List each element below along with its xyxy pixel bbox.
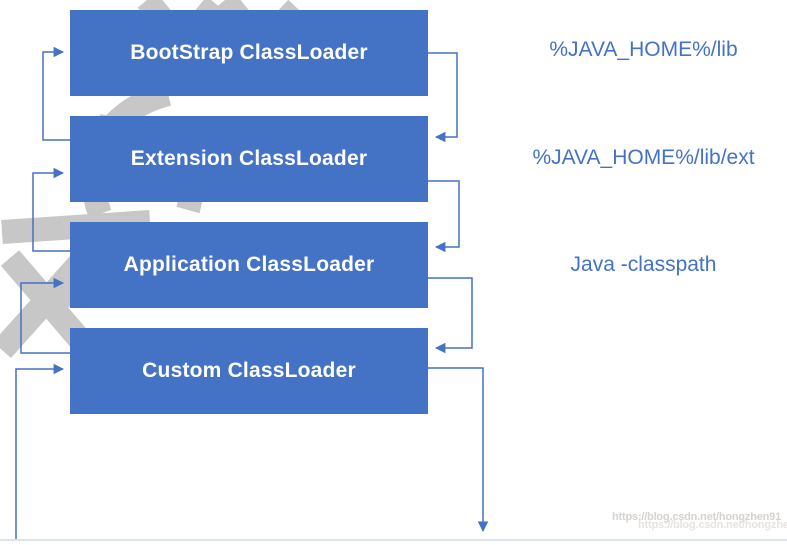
arrow-custom-to-bottom bbox=[428, 367, 489, 533]
box-bootstrap-label: BootStrap ClassLoader bbox=[130, 41, 368, 64]
label-java-home-lib: %JAVA_HOME%/lib bbox=[549, 38, 738, 61]
arrow-custom-to-application bbox=[20, 277, 70, 354]
arrow-application-to-custom bbox=[428, 277, 473, 354]
box-extension-label: Extension ClassLoader bbox=[130, 147, 368, 170]
arrow-extension-to-bootstrap bbox=[42, 46, 70, 141]
arrow-bottom-to-custom bbox=[15, 363, 65, 540]
arrow-application-to-extension bbox=[32, 167, 70, 252]
label-java-classpath: Java -classpath bbox=[570, 253, 717, 276]
box-custom-classloader: Custom ClassLoader bbox=[70, 328, 428, 414]
label-java-home-lib-ext: %JAVA_HOME%/lib/ext bbox=[532, 146, 755, 169]
url-watermark-shadow: https://blog.csdn.net/hongzhen91 bbox=[638, 519, 787, 531]
box-custom-label: Custom ClassLoader bbox=[142, 359, 356, 382]
arrow-bootstrap-to-extension bbox=[428, 52, 458, 143]
box-application-label: Application ClassLoader bbox=[123, 253, 375, 276]
arrow-extension-to-application bbox=[428, 180, 460, 253]
box-extension-classloader: Extension ClassLoader bbox=[70, 116, 428, 202]
box-bootstrap-classloader: BootStrap ClassLoader bbox=[70, 10, 428, 96]
url-watermark: https://blog.csdn.net/hongzhen91 bbox=[612, 511, 781, 523]
box-application-classloader: Application ClassLoader bbox=[70, 222, 428, 308]
bottom-edge-line bbox=[0, 539, 787, 541]
